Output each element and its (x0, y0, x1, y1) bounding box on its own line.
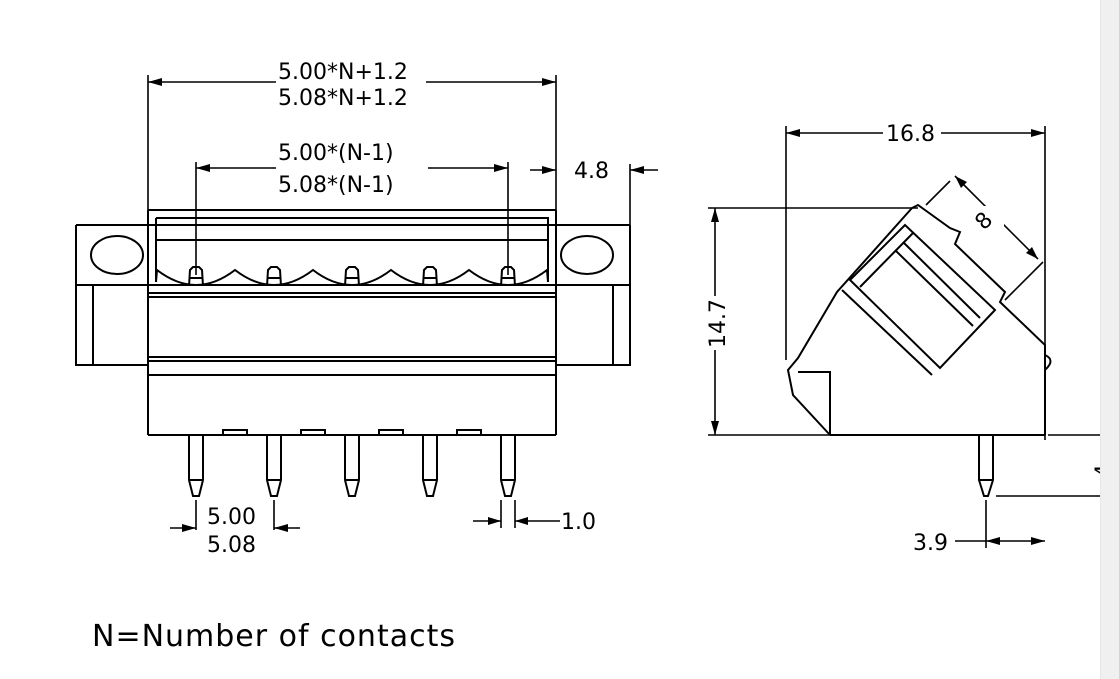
contact-marker (500, 266, 516, 287)
contact-markers (188, 266, 516, 287)
contact-marker (266, 266, 282, 287)
pin (422, 435, 438, 497)
contact-marker (422, 266, 438, 287)
vertical-scrollbar[interactable] (1100, 0, 1119, 679)
overall-width-label-1: 5.00*N+1.2 (278, 60, 408, 85)
contact-marker (188, 266, 204, 287)
mounting-hole-right (560, 235, 614, 275)
depth-label: 16.8 (886, 122, 935, 147)
pin-length-label: 4 (1092, 464, 1100, 478)
side-view: 16.8 14.7 8 (703, 118, 1100, 556)
pitch-label-1: 5.00 (207, 505, 256, 530)
overall-width-label-2: 5.08*N+1.2 (278, 86, 408, 111)
pin (344, 435, 360, 497)
pin-span-label-2: 5.08*(N-1) (278, 173, 394, 198)
housing-outline (786, 203, 1046, 436)
pitch-label-2: 5.08 (207, 533, 256, 558)
pins (188, 429, 516, 497)
height-label: 14.7 (706, 299, 731, 348)
mounting-hole-left (90, 235, 144, 275)
contact-marker (344, 266, 360, 287)
pin (188, 435, 204, 497)
pin-offset-label: 3.9 (913, 531, 948, 556)
pin-thickness-label: 1.0 (561, 510, 596, 535)
cavity-edge (155, 268, 549, 286)
wire-entry (848, 223, 997, 370)
pin (266, 435, 282, 497)
pin-span-label-1: 5.00*(N-1) (278, 141, 394, 166)
front-view: 5.00*N+1.2 5.08*N+1.2 5.00*(N-1) 5.08*(N… (75, 60, 658, 558)
footnote: N=Number of contacts (92, 619, 456, 654)
pin (500, 435, 516, 497)
contact-cavities (155, 268, 549, 286)
side-pin (978, 435, 994, 497)
flange-width-label: 4.8 (574, 159, 609, 184)
